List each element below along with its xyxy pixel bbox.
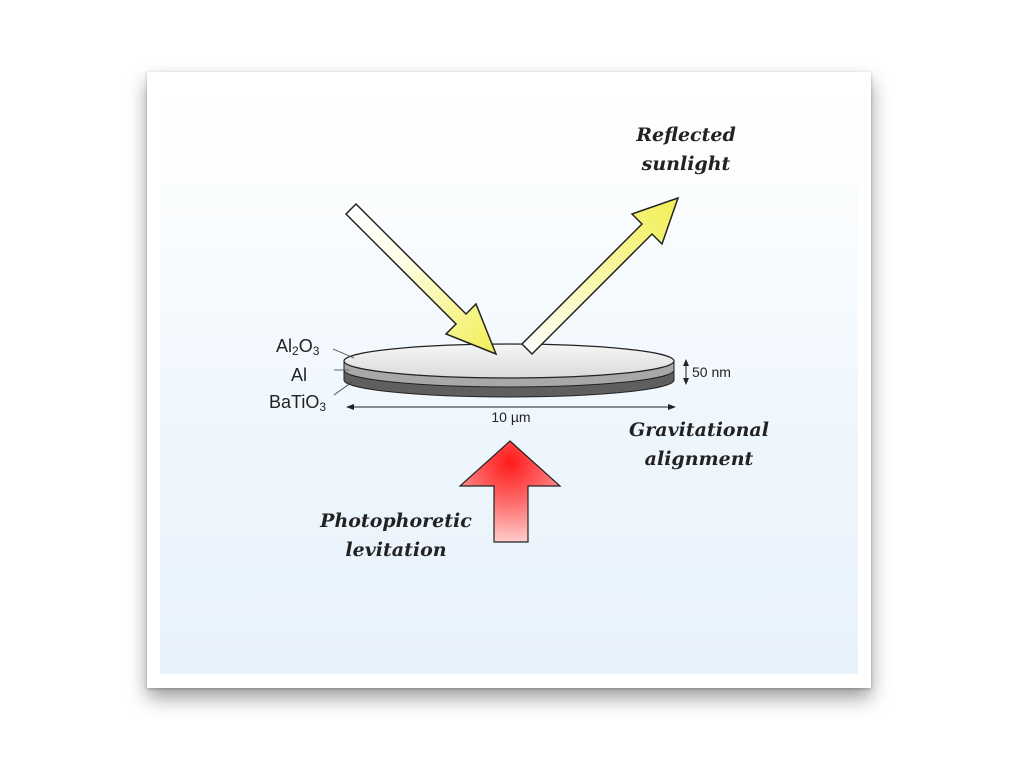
disk-layer-top <box>343 343 675 379</box>
reflected-sunlight-label-2: sunlight <box>641 153 731 175</box>
width-label: 10 µm <box>491 409 530 425</box>
levitation-arrow <box>458 440 562 543</box>
thickness-label: 50 nm <box>692 364 731 380</box>
leader-batio3 <box>333 381 353 396</box>
gravitational-alignment-label-2: alignment <box>645 448 754 470</box>
layer-label-al2o3: Al2O3 <box>276 336 320 358</box>
gravitational-alignment-label: Gravitational <box>629 419 769 441</box>
leader-al2o3 <box>332 348 355 359</box>
photophoretic-levitation-label: Photophoretic <box>319 510 472 532</box>
thickness-dimension <box>683 359 689 385</box>
reflected-sunlight-label: Reflected <box>635 124 736 146</box>
layer-label-batio3: BaTiO3 <box>269 392 326 414</box>
photophoretic-levitation-label-2: levitation <box>345 539 446 561</box>
width-dimension <box>346 404 676 410</box>
disk <box>343 343 675 398</box>
layer-label-al: Al <box>291 365 307 385</box>
incoming-sunlight-arrow <box>344 202 498 356</box>
reflected-sunlight-arrow <box>520 196 680 356</box>
